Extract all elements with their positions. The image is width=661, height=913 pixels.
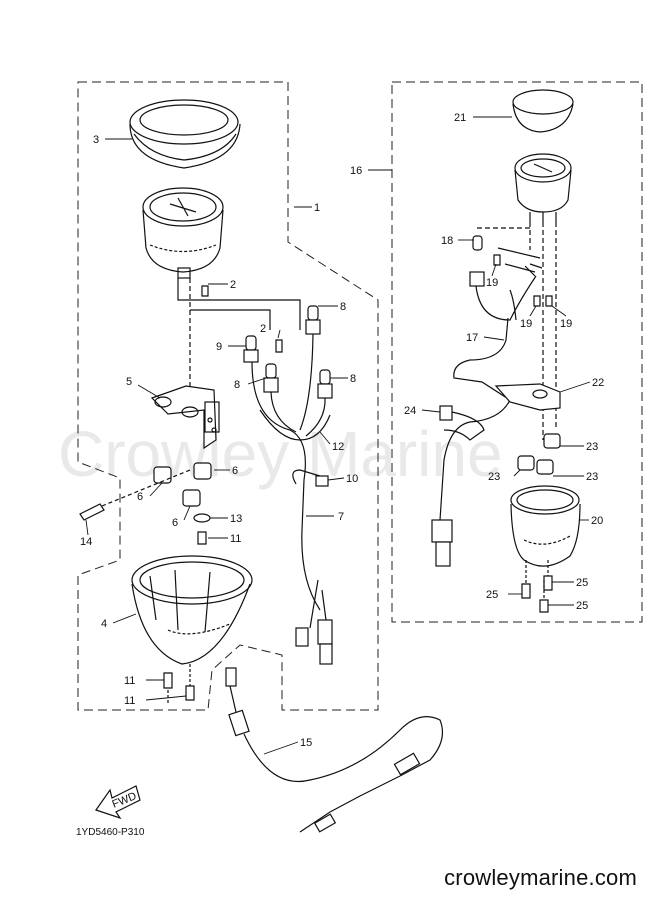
callout: 24 <box>404 405 416 417</box>
callout: 19 <box>486 277 498 289</box>
callout: 10 <box>346 473 358 485</box>
callout: 7 <box>338 511 344 523</box>
callout: 8 <box>340 301 346 313</box>
bracket <box>150 385 220 450</box>
callout: 23 <box>586 441 598 453</box>
left-assembly <box>79 99 333 704</box>
bezel-ring <box>129 99 241 169</box>
callout: 18 <box>441 235 453 247</box>
callout: 2 <box>260 323 266 335</box>
callout: 22 <box>592 377 604 389</box>
housing-cup <box>131 555 253 665</box>
grommets <box>153 462 212 507</box>
callout: 11 <box>124 695 135 707</box>
speedometer-cable <box>225 667 443 833</box>
callout: 6 <box>172 517 178 529</box>
callout: 21 <box>454 112 466 124</box>
wire-harness <box>251 333 333 665</box>
callout: 11 <box>230 533 241 545</box>
callout: 19 <box>520 318 532 330</box>
footer-url[interactable]: crowleymarine.com <box>444 865 637 890</box>
callout: 2 <box>230 279 236 291</box>
callout: 11 <box>124 675 135 687</box>
diagram-code: 1YD5460-P310 <box>76 827 145 838</box>
callout: 14 <box>80 536 92 548</box>
callout: 6 <box>232 465 238 477</box>
speedometer-gauge <box>142 187 224 279</box>
callout: 17 <box>466 332 478 344</box>
callout: 20 <box>591 515 603 527</box>
callout: 19 <box>560 318 572 330</box>
callout: 25 <box>486 589 498 601</box>
callout: 9 <box>216 341 222 353</box>
callout: 12 <box>332 441 344 453</box>
right-assembly <box>431 89 581 613</box>
callout: 23 <box>586 471 598 483</box>
callout: 15 <box>300 737 312 749</box>
callout: 16 <box>350 165 362 177</box>
callout: 13 <box>230 513 242 525</box>
callout: 5 <box>126 376 132 388</box>
callout: 3 <box>93 134 99 146</box>
callout: 8 <box>234 379 240 391</box>
bulb-sockets <box>243 305 333 399</box>
leader-lines <box>85 116 591 755</box>
callout: 25 <box>576 577 588 589</box>
callout: 6 <box>137 491 143 503</box>
fwd-arrow-icon: FWD <box>95 785 141 820</box>
group-boundaries <box>77 81 643 711</box>
callout: 4 <box>101 618 107 630</box>
callout: 8 <box>350 373 356 385</box>
watermark: Crowley Marine <box>58 418 503 490</box>
callout-labels: 1 2 2 3 4 5 6 6 6 7 8 8 8 9 10 11 11 11 … <box>80 112 604 749</box>
callout: 1 <box>314 202 320 214</box>
callout: 23 <box>488 471 500 483</box>
callout: 25 <box>576 600 588 612</box>
